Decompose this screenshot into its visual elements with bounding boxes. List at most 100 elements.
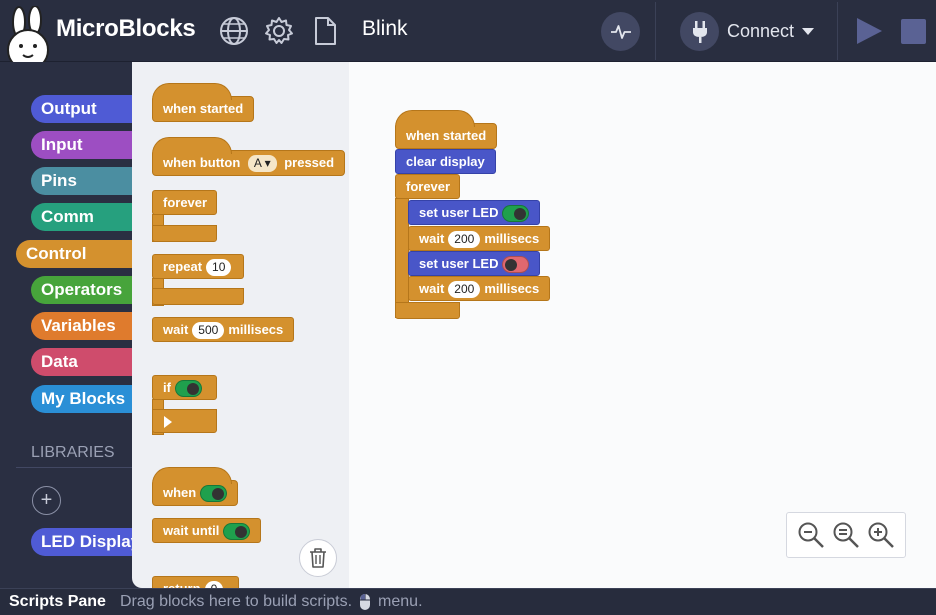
block-when[interactable]: when [152, 467, 239, 506]
category-pins[interactable]: Pins [31, 167, 132, 195]
led-toggle-icon[interactable] [502, 256, 530, 274]
gear-icon[interactable] [263, 15, 295, 47]
block-if[interactable]: if [152, 375, 217, 400]
wait-ms-input[interactable]: 500 [192, 322, 225, 340]
block-label: millisecs [484, 231, 540, 246]
block-when-button-pressed[interactable]: when button A ▾ pressed [152, 137, 346, 176]
block-when-started[interactable]: when started [152, 83, 255, 122]
category-sidebar: Output Input Pins Comm Control Operators… [0, 62, 132, 590]
block-label: when started [163, 101, 244, 116]
category-variables[interactable]: Variables [31, 312, 132, 340]
zoom-reset-icon [833, 522, 859, 548]
repeat-count-input[interactable]: 10 [206, 259, 232, 277]
wait-ms-input[interactable]: 200 [448, 231, 481, 249]
c-block-foot [152, 409, 217, 433]
pulse-graph-icon [610, 24, 631, 39]
block-wait-until[interactable]: wait until [152, 518, 262, 543]
zoom-in-icon [868, 522, 895, 548]
block-label: wait until [163, 523, 220, 538]
category-operators[interactable]: Operators [31, 276, 132, 304]
block-label: clear display [406, 154, 485, 169]
block-label: forever [163, 195, 208, 210]
scripts-pane[interactable]: when started clear display forever set u… [349, 62, 936, 588]
toggle-icon[interactable] [223, 523, 251, 541]
script-clear-display[interactable]: clear display [395, 149, 496, 174]
expand-arrow-icon[interactable] [163, 415, 173, 429]
block-label: set user LED [419, 205, 499, 220]
script-forever[interactable]: forever [395, 174, 460, 199]
block-label: wait [163, 322, 189, 337]
led-toggle-icon[interactable] [502, 205, 530, 223]
block-return[interactable]: return0 [152, 576, 239, 588]
c-block-foot [152, 225, 217, 242]
script-set-user-led-on[interactable]: set user LED [408, 200, 541, 225]
block-label: repeat [163, 259, 203, 274]
toggle-icon[interactable] [174, 380, 202, 398]
trash-button[interactable] [299, 539, 337, 577]
block-label: if [163, 380, 171, 395]
block-label: wait [419, 231, 445, 246]
project-name[interactable]: Blink [362, 17, 408, 40]
status-bar: Scripts Pane Drag blocks here to build s… [0, 588, 936, 615]
button-value: A [253, 156, 262, 171]
zoom-in-button[interactable] [865, 519, 897, 551]
script-when-started[interactable]: when started [395, 110, 498, 149]
button-dropdown[interactable]: A ▾ [247, 155, 277, 173]
trash-icon [310, 548, 326, 568]
block-label: return [163, 581, 201, 588]
script-set-user-led-off[interactable]: set user LED [408, 251, 541, 276]
category-comm[interactable]: Comm [31, 203, 132, 231]
block-palette: when started when button A ▾ pressed for… [132, 62, 349, 588]
plug-icon [680, 12, 719, 51]
file-icon[interactable] [309, 15, 341, 47]
toolbar-divider [837, 2, 838, 60]
category-output[interactable]: Output [31, 95, 132, 123]
scripts-pane-hint: Drag blocks here to build scripts. [119, 593, 353, 610]
play-icon[interactable] [857, 18, 882, 44]
return-value-input[interactable]: 0 [204, 581, 224, 588]
connect-button[interactable]: Connect [680, 12, 815, 51]
block-label: millisecs [228, 322, 284, 337]
top-bar: MicroBlocks Blink [0, 0, 936, 71]
bunny-logo-icon[interactable] [6, 6, 54, 74]
library-led-display[interactable]: LED Display [31, 528, 132, 556]
zoom-out-icon [798, 522, 824, 548]
category-my-blocks[interactable]: My Blocks [31, 385, 132, 413]
block-label: wait [419, 281, 445, 296]
mouse-icon [360, 594, 371, 610]
wait-ms-input[interactable]: 200 [448, 281, 481, 299]
app-title: MicroBlocks [56, 15, 196, 42]
chevron-down-icon [802, 28, 815, 35]
libraries-divider [16, 467, 132, 468]
forever-foot [395, 302, 460, 319]
menu-hint: menu. [378, 593, 423, 610]
globe-icon[interactable] [218, 15, 250, 47]
add-library-button[interactable]: + [32, 486, 61, 515]
category-control[interactable]: Control [16, 240, 132, 268]
stop-icon[interactable] [901, 19, 926, 44]
block-label: millisecs [484, 281, 540, 296]
graph-button[interactable] [601, 12, 640, 51]
block-label: pressed [284, 155, 335, 170]
toolbar-divider [655, 2, 656, 60]
scripts-pane-title: Scripts Pane [9, 593, 106, 610]
block-label: when started [406, 128, 487, 143]
toggle-icon[interactable] [200, 485, 228, 503]
category-input[interactable]: Input [31, 131, 132, 159]
forever-arm [395, 198, 409, 318]
block-label: when [163, 485, 197, 500]
block-label: forever [406, 179, 451, 194]
zoom-controls [786, 512, 906, 558]
block-label: set user LED [419, 256, 499, 271]
libraries-heading: LIBRARIES [31, 444, 115, 461]
zoom-out-button[interactable] [795, 519, 827, 551]
connect-label: Connect [727, 21, 795, 41]
category-data[interactable]: Data [31, 348, 132, 376]
zoom-reset-button[interactable] [830, 519, 862, 551]
block-forever[interactable]: forever [152, 190, 217, 215]
